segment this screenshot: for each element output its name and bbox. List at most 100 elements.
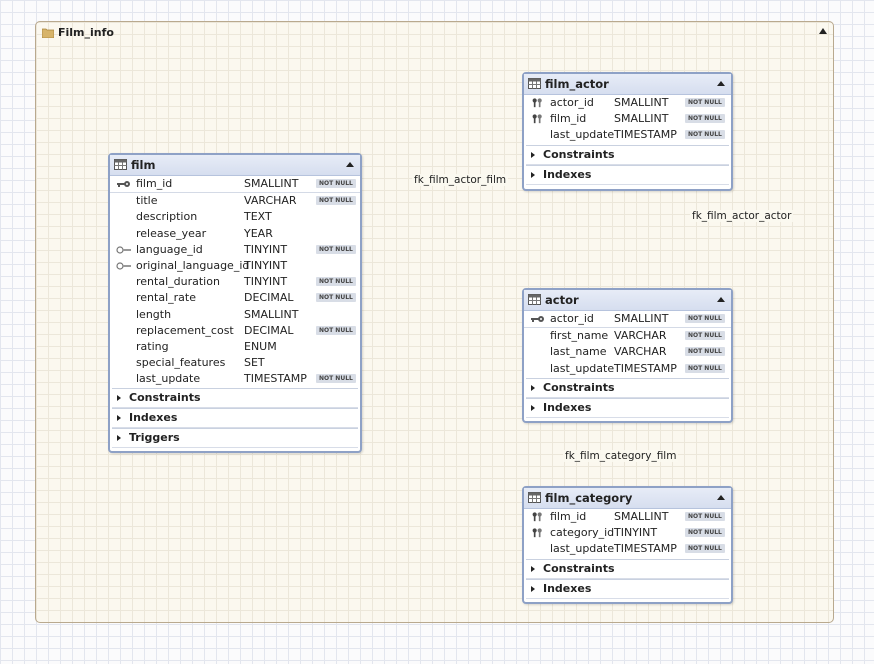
table-header[interactable]: film_actor (524, 74, 731, 95)
section-label: Indexes (543, 167, 592, 181)
section-indexes[interactable]: Indexes (526, 164, 729, 184)
expand-arrow-icon (117, 395, 121, 402)
collapse-icon[interactable] (346, 162, 354, 167)
column-type: SMALLINT (244, 177, 299, 190)
column-type: ENUM (244, 339, 277, 353)
relation-label: fk_film_actor_film (412, 174, 509, 186)
table-header[interactable]: actor (524, 290, 731, 311)
table-header[interactable]: film_category (524, 488, 731, 509)
column-row[interactable]: length SMALLINT (110, 307, 360, 323)
column-type: TIMESTAMP (244, 372, 307, 386)
expand-arrow-icon (117, 415, 121, 422)
section-label: Triggers (129, 431, 180, 445)
section-label: Constraints (543, 561, 615, 575)
not-null-badge: NOT NULL (316, 277, 356, 287)
not-null-badge: NOT NULL (685, 98, 725, 107)
group-title: Film_info (58, 26, 114, 39)
column-name: length (136, 307, 172, 321)
composite-key-icon (532, 528, 542, 538)
table-header[interactable]: film (110, 155, 360, 176)
column-type: TINYINT (244, 275, 288, 289)
section-constraints[interactable]: Constraints (112, 388, 358, 408)
column-type: SMALLINT (244, 307, 299, 321)
expand-arrow-icon (531, 171, 535, 178)
column-name: rating (136, 339, 169, 353)
collapse-icon[interactable] (717, 495, 725, 500)
not-null-badge: NOT NULL (316, 325, 356, 335)
relation-label: fk_film_category_film (563, 450, 679, 462)
table-name: film_category (545, 491, 633, 505)
column-name: first_name (550, 329, 609, 343)
expand-arrow-icon (531, 585, 535, 592)
section-indexes[interactable]: Indexes (112, 408, 358, 428)
section-constraints[interactable]: Constraints (526, 377, 729, 397)
composite-key-icon (532, 98, 542, 108)
table-name: film (131, 158, 156, 172)
column-type: VARCHAR (614, 329, 667, 343)
section-label: Constraints (543, 380, 615, 394)
table-name: actor (545, 293, 579, 307)
expand-arrow-icon (117, 435, 121, 442)
column-name: actor_id (550, 312, 594, 325)
table-icon (114, 159, 127, 170)
column-row[interactable]: special_features SET (110, 355, 360, 371)
column-name: title (136, 194, 158, 208)
section-label: Indexes (543, 400, 592, 414)
column-type: TINYINT (244, 242, 288, 256)
column-name: actor_id (550, 96, 594, 109)
foreign-key-icon (116, 262, 131, 270)
column-name: rental_rate (136, 291, 196, 305)
folder-icon (42, 28, 54, 38)
column-name: original_language_id (136, 258, 250, 272)
column-name: special_features (136, 356, 226, 370)
collapse-icon[interactable] (717, 297, 725, 302)
column-type: TINYINT (614, 526, 658, 540)
column-type: VARCHAR (244, 194, 297, 208)
column-name: release_year (136, 226, 207, 240)
collapse-icon[interactable] (819, 28, 827, 34)
column-name: last_name (550, 345, 607, 359)
column-name: last_update (550, 361, 615, 375)
not-null-badge: NOT NULL (685, 130, 725, 140)
not-null-badge: NOT NULL (685, 512, 725, 521)
table-film-category[interactable]: film_category film_id SMALLINT NOT NULL cate… (522, 486, 733, 604)
collapse-icon[interactable] (717, 81, 725, 86)
section-label: Constraints (543, 147, 615, 161)
column-type: SMALLINT (614, 510, 669, 523)
section-triggers[interactable]: Triggers (112, 428, 358, 448)
composite-key-icon (532, 512, 542, 522)
section-label: Indexes (543, 581, 592, 595)
section-constraints[interactable]: Constraints (526, 144, 729, 164)
column-name: film_id (550, 510, 587, 523)
column-type: SET (244, 356, 265, 370)
section-constraints[interactable]: Constraints (526, 558, 729, 578)
column-row[interactable]: film_id SMALLINT NOT NULL (524, 509, 731, 525)
column-row[interactable]: rating ENUM (110, 339, 360, 355)
section-indexes[interactable]: Indexes (526, 578, 729, 598)
section-indexes[interactable]: Indexes (526, 397, 729, 417)
not-null-badge: NOT NULL (685, 314, 725, 323)
expand-arrow-icon (531, 404, 535, 411)
